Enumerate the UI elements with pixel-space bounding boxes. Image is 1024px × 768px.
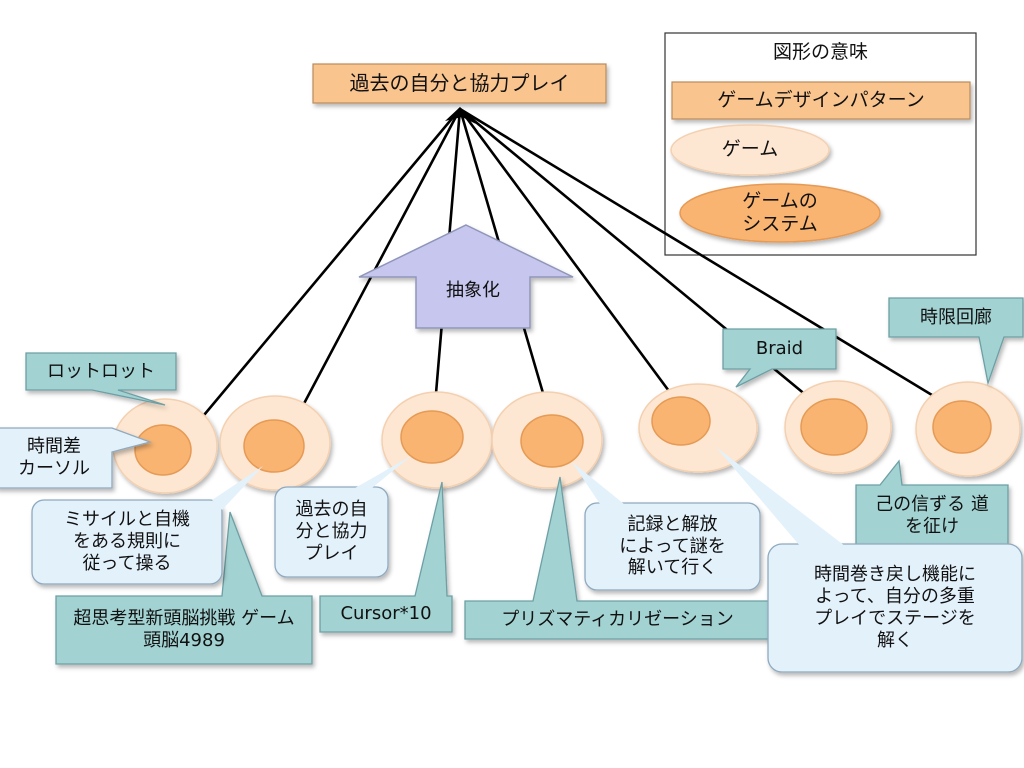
system-text-prismaticalization-line2: によって謎を — [619, 535, 726, 557]
system-ellipses — [134, 396, 992, 476]
callout-system-prismaticalization — [584, 502, 761, 591]
callout-zunou4989 — [55, 511, 313, 665]
system-text-rottorotto-line2: カーソル — [18, 458, 90, 479]
system-text-cursor10-line1: 過去の自 — [295, 499, 368, 521]
game-name-jigen-kairou: 時限回廊 — [920, 306, 992, 328]
callout-system-zunou4989-pointer — [212, 466, 263, 510]
pattern-box — [312, 63, 607, 104]
callout-system-zunou4989 — [31, 499, 223, 585]
system-ellipse-jigen-kairou — [932, 400, 992, 454]
system-text-cursor10-line3: プレイ — [304, 542, 359, 564]
system-text-prismaticalization-line1: 記録と解放 — [627, 513, 718, 535]
system-text-braid-line2: よって、自分の多重 — [815, 586, 975, 608]
system-text-zunou4989: ミサイルと自機 をある規則に 従って操る — [32, 500, 222, 584]
game-name-callouts — [25, 297, 1024, 665]
callout-system-cursor10-pointer — [355, 456, 411, 488]
legend-system-label: ゲームの システム — [690, 185, 870, 241]
system-text-braid-line4: 解く — [877, 629, 913, 651]
system-ellipse-rottorotto — [134, 424, 192, 476]
game-name-prismaticalization: プリズマティカリゼーション — [501, 609, 734, 631]
game-name-rottorotto: ロットロット — [47, 360, 155, 382]
legend-system-swatch — [679, 183, 881, 243]
system-ellipse-cursor10 — [400, 410, 464, 464]
legend-pattern-swatch — [671, 81, 971, 120]
system-text-rottorotto: 時間差 カーソル — [0, 428, 112, 488]
system-ellipse-braid — [651, 396, 711, 446]
game-name-cursor10: Cursor*10 — [340, 603, 432, 625]
legend-system-label-line2: システム — [742, 213, 818, 235]
callout-system-rottorotto — [0, 427, 153, 489]
abstraction-label: 抽象化 — [446, 280, 500, 302]
callout-jigen-kairou — [888, 297, 1024, 386]
system-text-braid-line1: 時間巻き戻し機能に — [814, 564, 976, 586]
legend-pattern-label: ゲームデザインパターン — [717, 88, 925, 111]
system-text-rottorotto-line1: 時間差 — [27, 436, 81, 458]
system-text-zunou4989-line2: をある規則に — [73, 531, 181, 553]
system-text-braid-line3: プレイでステージを — [814, 608, 976, 629]
system-text-cursor10: 過去の自 分と協力 プレイ — [275, 487, 388, 577]
callout-cursor10 — [319, 481, 453, 633]
legend-game-swatch — [670, 124, 830, 176]
system-ellipse-onore — [800, 398, 868, 456]
system-text-prismaticalization: 記録と解放 によって謎を 解いて行く — [585, 503, 760, 590]
game-name-braid: Braid — [755, 338, 804, 360]
system-text-braid: 時間巻き戻し機能に よって、自分の多重 プレイでステージを 解く — [768, 544, 1022, 672]
legend-title: 図形の意味 — [772, 41, 868, 64]
connector-line-rottorotto — [192, 107, 462, 429]
system-text-cursor10-line2: 分と協力 — [295, 521, 368, 543]
callout-rottorotto — [25, 352, 177, 406]
game-name-zunou4989-text: 超思考型新頭脳挑戦 ゲーム 頭脳4989 — [73, 608, 313, 651]
system-ellipse-zunou4989 — [243, 419, 305, 473]
connector-line-jigen-kairou — [458, 107, 962, 414]
callout-system-prismaticalization-pointer — [572, 462, 624, 504]
callout-system-braid-pointer — [716, 447, 845, 546]
system-text-zunou4989-line3: 従って操る — [82, 552, 172, 574]
legend-game-label: ゲーム — [721, 138, 779, 161]
pattern-title: 過去の自分と協力プレイ — [349, 71, 570, 96]
system-text-prismaticalization-line3: 解いて行く — [627, 557, 718, 579]
system-text-zunou4989-line1: ミサイルと自機 — [64, 509, 190, 531]
system-ellipse-prismaticalization — [520, 414, 584, 468]
connector-arrowhead — [445, 107, 476, 124]
callout-system-cursor10 — [274, 486, 389, 578]
callout-system-braid — [767, 543, 1023, 673]
game-name-onore: 己の信ずる 道を征け — [856, 485, 1008, 546]
callout-braid — [722, 328, 837, 388]
connector-line-braid — [458, 107, 685, 412]
system-callouts — [0, 427, 1023, 673]
abstraction-arrow — [358, 224, 574, 329]
legend-system-label-line1: ゲームの — [742, 189, 818, 212]
game-name-zunou4989: 超思考型新頭脳挑戦 ゲーム 頭脳4989 — [56, 598, 312, 662]
callout-prismaticalization — [464, 476, 771, 640]
game-name-onore-text: 己の信ずる 道を征け — [875, 493, 989, 537]
